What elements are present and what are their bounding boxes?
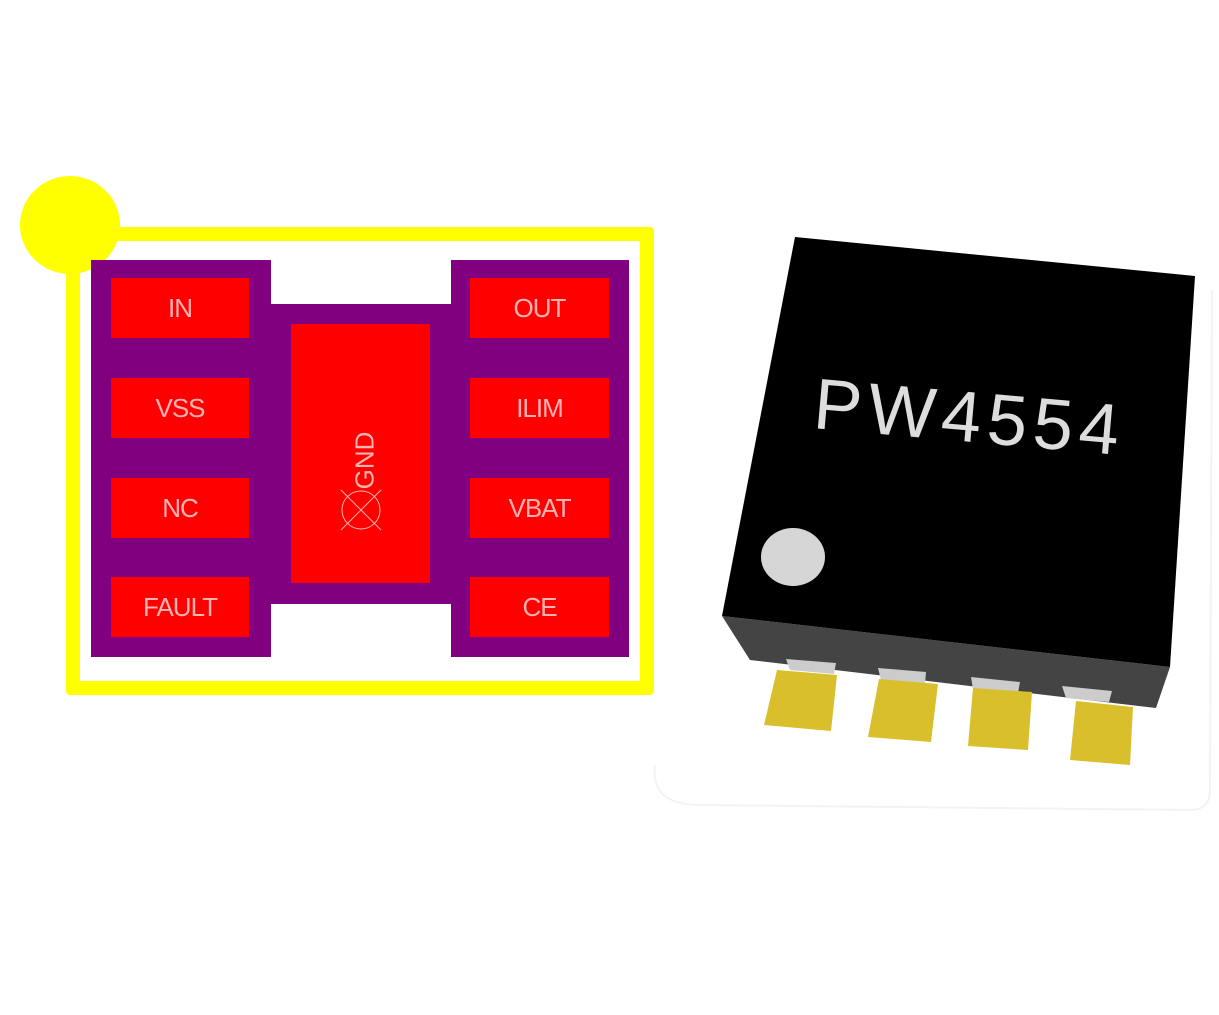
- pad-label: OUT: [513, 292, 567, 323]
- pad-ilim[interactable]: ILIM: [470, 378, 609, 438]
- pad-label: VSS: [155, 392, 205, 423]
- pad-vbat[interactable]: VBAT: [470, 478, 609, 538]
- thermal-pad-gnd[interactable]: [291, 324, 430, 583]
- pad-vss[interactable]: VSS: [111, 378, 249, 438]
- via-cross-icon: [340, 489, 382, 531]
- lead: [968, 688, 1032, 750]
- lead-top: [786, 659, 836, 674]
- chip-body-top: [722, 237, 1195, 667]
- pad-ce[interactable]: CE: [470, 577, 609, 637]
- pad-label: FAULT: [143, 591, 218, 622]
- board-outline: [653, 289, 1213, 812]
- pad-nc[interactable]: NC: [111, 478, 249, 538]
- pad-label: VBAT: [508, 492, 572, 523]
- pad-label: ILIM: [516, 392, 564, 423]
- lead: [764, 670, 837, 731]
- lead: [868, 679, 938, 742]
- thermal-pad-label-wrap: GND: [330, 431, 400, 489]
- chip-leads: [764, 659, 1133, 765]
- pad-label: IN: [168, 292, 193, 323]
- chip-body-side: [722, 616, 1170, 708]
- pin1-indicator-dot: [20, 176, 120, 274]
- lead: [1070, 701, 1133, 765]
- pad-in[interactable]: IN: [111, 278, 249, 338]
- pad-label: CE: [522, 591, 557, 622]
- pad-fault[interactable]: FAULT: [111, 577, 249, 637]
- silkscreen-outline: [66, 227, 654, 695]
- pad-out[interactable]: OUT: [470, 278, 609, 338]
- pin1-marker-dot: [761, 528, 825, 586]
- pad-label: NC: [162, 492, 199, 523]
- thermal-pad-label: GND: [349, 431, 380, 489]
- chip-3d-render: PW4554: [653, 237, 1213, 812]
- lead-top: [1062, 686, 1112, 702]
